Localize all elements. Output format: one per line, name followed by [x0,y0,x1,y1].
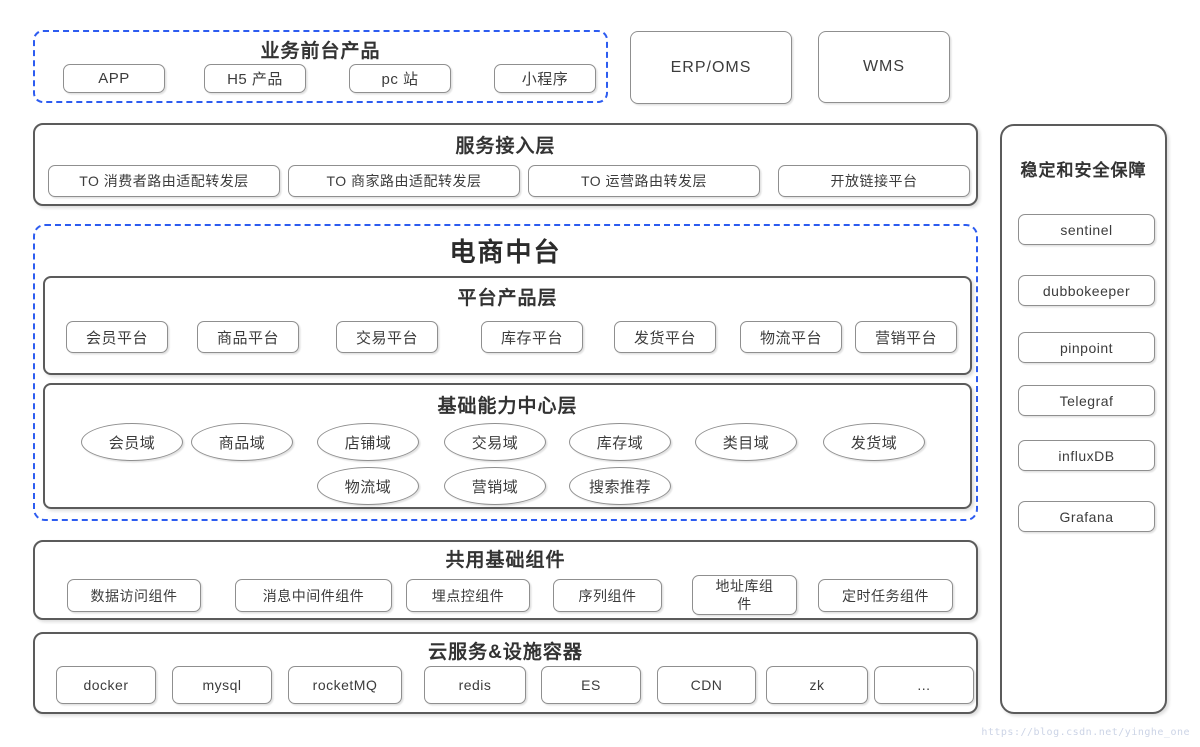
node-app: APP [63,64,165,93]
node-open-link-platform: 开放链接平台 [778,165,970,197]
node-shipping-platform: 发货平台 [614,321,716,353]
node-trade-platform: 交易平台 [336,321,438,353]
node-h5-product: H5 产品 [204,64,306,93]
ecommerce-midplatform-title: 电商中台 [449,237,562,267]
node-data-access-component: 数据访问组件 [67,579,201,612]
node-sequence-component: 序列组件 [553,579,662,612]
node-docker: docker [56,666,156,704]
node-to-consumer-routing: TO 消费者路由适配转发层 [48,165,280,197]
node-address-component: 地址库组件 [692,575,797,615]
node-scheduler-component: 定时任务组件 [818,579,953,612]
common-components-box: 共用基础组件 数据访问组件 消息中间件组件 埋点控组件 序列组件 地址库组件 定… [33,540,978,620]
stability-security-title: 稳定和安全保障 [1020,161,1147,180]
node-tracking-component: 埋点控组件 [406,579,530,612]
node-mq-middleware-component: 消息中间件组件 [235,579,392,612]
node-logistics-platform: 物流平台 [740,321,842,353]
stability-security-box: 稳定和安全保障 sentinel dubbokeeper pinpoint Te… [1000,124,1167,714]
node-to-merchant-routing: TO 商家路由适配转发层 [288,165,520,197]
node-member-platform: 会员平台 [66,321,168,353]
business-frontend-title: 业务前台产品 [260,41,381,62]
node-marketing-platform: 营销平台 [855,321,957,353]
capability-center-layer-title: 基础能力中心层 [437,396,578,417]
node-cdn: CDN [657,666,756,704]
node-influxdb: influxDB [1018,440,1155,471]
service-access-layer-box: 服务接入层 TO 消费者路由适配转发层 TO 商家路由适配转发层 TO 运营路由… [33,123,978,206]
node-inventory-platform: 库存平台 [481,321,583,353]
node-goods-platform: 商品平台 [197,321,299,353]
business-frontend-box: 业务前台产品 APP H5 产品 pc 站 小程序 [33,30,608,103]
domain-shop: 店铺域 [317,423,419,461]
node-dubbokeeper: dubbokeeper [1018,275,1155,306]
domain-marketing: 营销域 [444,467,546,505]
node-mini-program: 小程序 [494,64,596,93]
node-pinpoint: pinpoint [1018,332,1155,363]
cloud-services-title: 云服务&设施容器 [428,642,583,663]
platform-product-layer-title: 平台产品层 [457,288,558,309]
domain-category: 类目域 [695,423,797,461]
domain-search-recommend: 搜索推荐 [569,467,671,505]
node-pc-site: pc 站 [349,64,451,93]
node-to-operation-routing: TO 运营路由转发层 [528,165,760,197]
node-sentinel: sentinel [1018,214,1155,245]
domain-trade: 交易域 [444,423,546,461]
node-zk: zk [766,666,868,704]
node-grafana: Grafana [1018,501,1155,532]
platform-product-layer-box: 平台产品层 会员平台 商品平台 交易平台 库存平台 发货平台 物流平台 营销平台 [43,276,972,375]
service-access-layer-title: 服务接入层 [455,136,556,157]
node-redis: redis [424,666,526,704]
node-mysql: mysql [172,666,272,704]
node-more: ... [874,666,974,704]
ecommerce-midplatform-box: 电商中台 平台产品层 会员平台 商品平台 交易平台 库存平台 发货平台 物流平台… [33,224,978,521]
domain-member: 会员域 [81,423,183,461]
domain-inventory: 库存域 [569,423,671,461]
common-components-title: 共用基础组件 [445,550,566,571]
node-address-component-label: 地址库组件 [715,577,774,612]
domain-goods: 商品域 [191,423,293,461]
domain-shipping: 发货域 [823,423,925,461]
capability-center-layer-box: 基础能力中心层 会员域 商品域 店铺域 交易域 库存域 类目域 发货域 物流域 … [43,383,972,509]
node-erp-oms: ERP/OMS [630,31,792,104]
node-wms: WMS [818,31,950,103]
node-telegraf: Telegraf [1018,385,1155,416]
watermark-url: https://blog.csdn.net/yinghe_one [981,727,1190,738]
cloud-services-box: 云服务&设施容器 docker mysql rocketMQ redis ES … [33,632,978,714]
node-es: ES [541,666,641,704]
node-rocketmq: rocketMQ [288,666,402,704]
domain-logistics: 物流域 [317,467,419,505]
